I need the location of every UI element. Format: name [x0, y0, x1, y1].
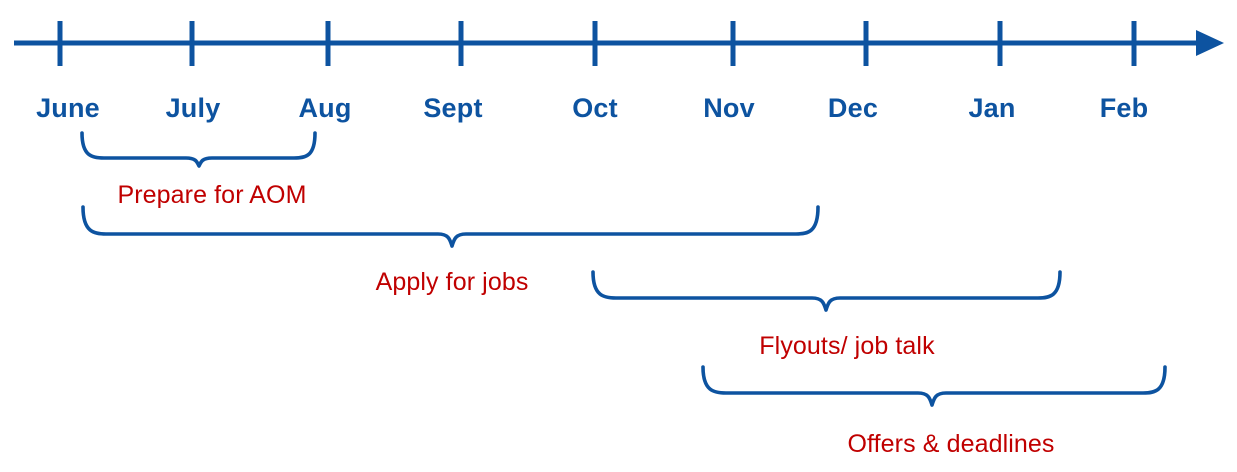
axis-tick-label-oct: Oct	[572, 93, 618, 123]
span-label-apply-for-jobs: Apply for jobs	[376, 268, 529, 296]
span-brace-offers-deadlines	[701, 365, 1167, 407]
span-label-flyouts-job-talk: Flyouts/ job talk	[759, 332, 935, 360]
span-apply-for-jobs: Apply for jobs	[81, 205, 820, 296]
axis-tick-label-dec: Dec	[828, 93, 878, 123]
axis-tick-label-aug: Aug	[298, 93, 351, 123]
span-prepare-for-aom: Prepare for AOM	[80, 131, 317, 209]
axis-tick-label-sept: Sept	[423, 93, 482, 123]
axis-tick-labels: June July Aug Sept Oct Nov Dec Jan Feb	[36, 93, 1148, 123]
span-brace-flyouts-job-talk	[591, 270, 1062, 312]
span-label-prepare-for-aom: Prepare for AOM	[117, 181, 306, 209]
axis-tick-label-feb: Feb	[1100, 93, 1149, 123]
span-label-offers-deadlines: Offers & deadlines	[847, 430, 1054, 458]
axis-arrowhead-icon	[1196, 30, 1224, 56]
axis-tick-label-june: June	[36, 93, 100, 123]
span-flyouts-job-talk: Flyouts/ job talk	[591, 270, 1062, 360]
span-offers-deadlines: Offers & deadlines	[701, 365, 1167, 458]
axis-tick-label-nov: Nov	[703, 93, 755, 123]
span-brace-apply-for-jobs	[81, 205, 820, 248]
axis-tick-label-july: July	[166, 93, 221, 123]
axis-tick-label-jan: Jan	[968, 93, 1015, 123]
timeline-axis	[14, 21, 1224, 66]
span-brace-prepare-for-aom	[80, 131, 317, 168]
